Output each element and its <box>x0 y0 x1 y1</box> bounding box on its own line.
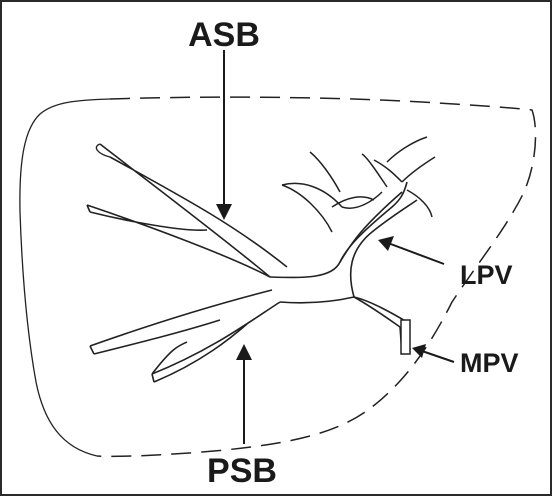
lpv-arrow <box>378 236 444 264</box>
psb-arrow <box>236 344 252 444</box>
mpv-cut-end <box>401 320 410 354</box>
upper-right-branches <box>282 137 435 232</box>
anterior-branch-lower <box>87 205 270 277</box>
anterior-branch-upper <box>100 144 287 277</box>
mpv-label: MPV <box>460 348 519 378</box>
liver-outline-solid <box>20 99 110 456</box>
asb-arrow <box>216 50 232 220</box>
asb-label: ASB <box>188 16 260 54</box>
posterior-branch-lower <box>152 302 280 382</box>
lpv-label: LPV <box>460 260 513 290</box>
psb-label: PSB <box>207 452 277 490</box>
left-portal-vein <box>340 182 417 297</box>
